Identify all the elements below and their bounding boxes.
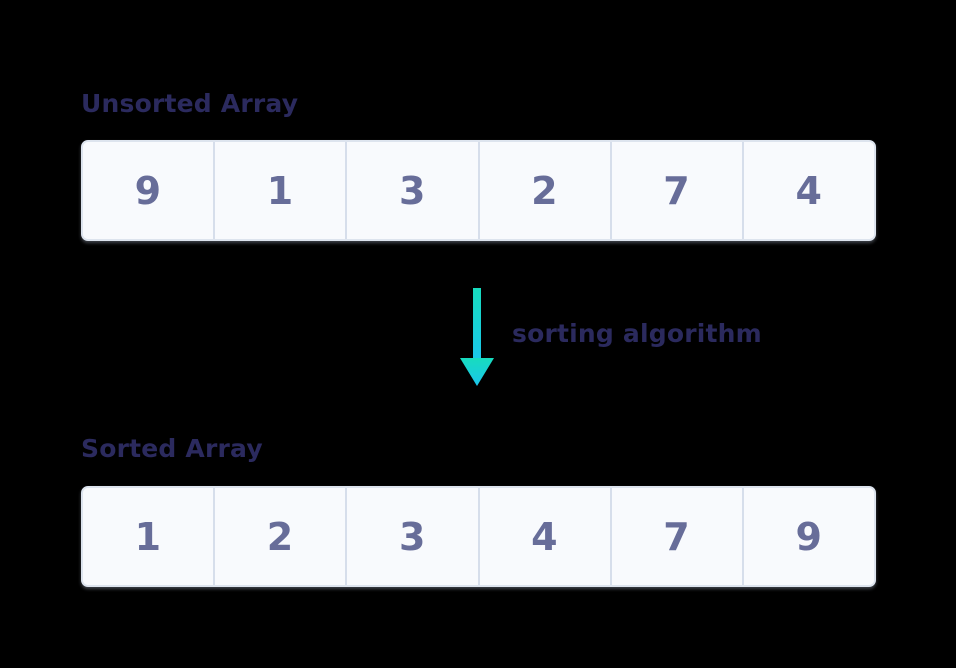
sorting-algorithm-label: sorting algorithm — [512, 319, 762, 348]
array-cell: 3 — [347, 488, 480, 585]
array-cell-value: 1 — [266, 168, 294, 213]
array-cell: 9 — [83, 142, 216, 239]
array-cell: 7 — [611, 488, 744, 585]
array-cell-value: 4 — [531, 514, 559, 559]
arrow-down-icon — [456, 288, 498, 388]
array-cell-value: 9 — [134, 168, 162, 213]
array-cell: 2 — [479, 142, 612, 239]
array-cell: 7 — [611, 142, 744, 239]
array-cell: 9 — [743, 488, 874, 585]
array-cell: 4 — [479, 488, 612, 585]
array-cell-value: 2 — [531, 168, 559, 213]
array-cell: 1 — [83, 488, 216, 585]
array-cell: 1 — [215, 142, 348, 239]
array-cell-value: 4 — [795, 168, 823, 213]
array-cell-value: 3 — [398, 168, 426, 213]
array-cell-value: 1 — [134, 514, 162, 559]
array-cell: 2 — [215, 488, 348, 585]
array-cell-value: 9 — [795, 514, 823, 559]
unsorted-array-heading: Unsorted Array — [81, 89, 299, 118]
array-cell-value: 3 — [398, 514, 426, 559]
array-cell-value: 2 — [266, 514, 294, 559]
array-cell: 3 — [347, 142, 480, 239]
array-cell: 4 — [743, 142, 874, 239]
unsorted-array-strip: 9 1 3 2 7 4 — [81, 140, 876, 241]
array-cell-value: 7 — [663, 168, 691, 213]
sorted-array-heading: Sorted Array — [81, 434, 263, 463]
sorted-array-strip: 1 2 3 4 7 9 — [81, 486, 876, 587]
array-cell-value: 7 — [663, 514, 691, 559]
